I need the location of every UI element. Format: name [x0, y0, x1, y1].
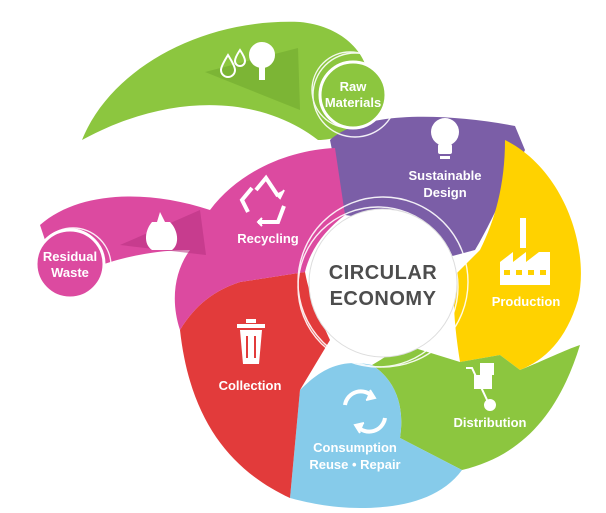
collection-label: Collection — [219, 378, 282, 393]
sustainable-design-label-line2: Design — [423, 185, 466, 200]
distribution-segment — [372, 345, 580, 470]
raw-materials-circle — [318, 60, 388, 130]
light-bulb-icon — [431, 118, 459, 159]
water-drops-and-tree-icon — [219, 42, 275, 80]
recycle-icon — [239, 174, 286, 227]
sustainable-design-label-line1: Sustainable — [409, 168, 482, 183]
residual-waste-label-line1: Residual — [43, 249, 97, 264]
residual-waste-circle — [34, 228, 106, 300]
refresh-arrows-icon — [343, 389, 387, 434]
consumption-segment — [290, 362, 462, 508]
production-label: Production — [492, 294, 561, 309]
residual-waste-label-line2: Waste — [51, 265, 89, 280]
collection-segment — [180, 272, 330, 498]
production-segment — [453, 140, 581, 370]
center-title-line2: ECONOMY — [330, 288, 437, 310]
raw-materials-segment — [82, 21, 371, 140]
factory-icon — [500, 218, 550, 285]
hand-truck-icon — [466, 363, 496, 411]
raw-materials-label-line2: Materials — [325, 95, 381, 110]
center-circle — [308, 208, 458, 358]
sustainable-design-segment — [330, 116, 525, 262]
consumption-label-line2: Reuse • Repair — [309, 457, 400, 472]
center-title-line1: CIRCULAR — [329, 262, 437, 284]
consumption-label-line1: Consumption — [313, 440, 397, 455]
garbage-bag-icon — [145, 212, 178, 250]
distribution-label: Distribution — [454, 415, 527, 430]
recycling-label: Recycling — [237, 231, 298, 246]
raw-materials-label-line1: Raw — [340, 79, 368, 94]
trash-bin-icon — [237, 319, 265, 364]
